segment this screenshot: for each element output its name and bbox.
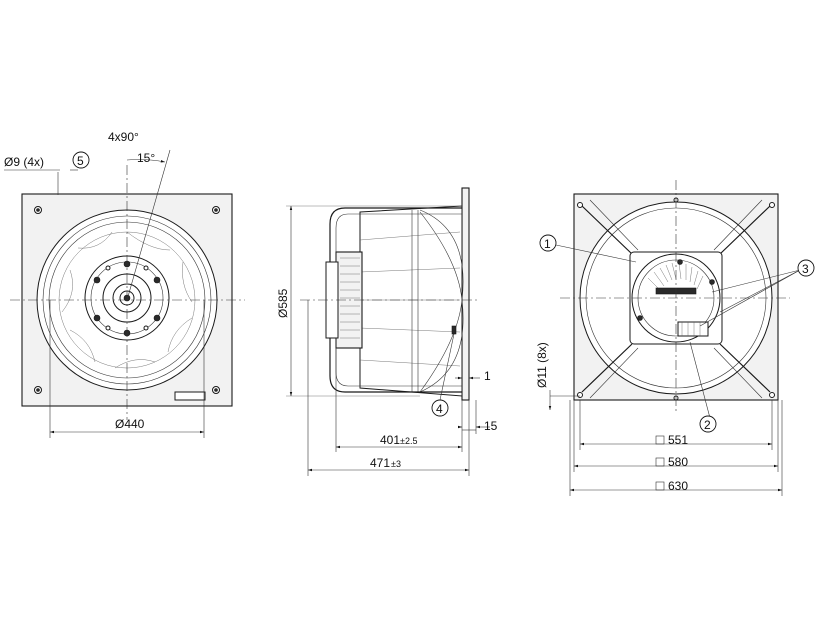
balloon-5-number: 5	[77, 154, 84, 168]
side-balloon-4: 4	[431, 399, 449, 417]
balloon-4-number: 4	[436, 402, 443, 416]
front-view	[4, 149, 245, 438]
square-symbol-630	[655, 481, 665, 491]
side-view	[286, 187, 490, 476]
front-plate-holes	[34, 206, 220, 394]
rear-balloon-3: 3	[797, 259, 815, 277]
rear-dim-551: 551	[668, 433, 688, 447]
front-diameter-label: Ø440	[115, 417, 145, 431]
side-diameter-label: Ø585	[276, 288, 290, 318]
side-support-strut-bottom	[329, 338, 462, 393]
rear-dim-580: 580	[668, 455, 688, 469]
rear-balloon-2: 2	[699, 415, 717, 433]
rear-view	[548, 180, 801, 496]
side-motor-fins	[340, 257, 360, 339]
balloon-1-number: 1	[544, 237, 551, 251]
side-tol-471: ±3	[391, 459, 401, 469]
rear-motor-fins	[647, 262, 704, 291]
side-dim-15: 15	[484, 419, 498, 433]
rear-hole-label: Ø11 (8x)	[535, 342, 549, 388]
front-angle-label: 15°	[137, 151, 155, 165]
front-position-label: 4x90°	[108, 130, 139, 144]
side-support-strut-top	[329, 207, 462, 262]
side-dim-471-group: 471 ±3	[370, 456, 401, 470]
square-symbol-551	[655, 435, 665, 445]
balloon-2-number: 2	[704, 418, 711, 432]
front-impeller-blades	[61, 231, 193, 369]
side-tol-401: ±2.5	[400, 436, 417, 446]
front-balloon-5: 5	[72, 151, 90, 169]
rear-balloon-1: 1	[539, 234, 557, 252]
side-dim-1: 1	[484, 369, 491, 383]
side-dim-401: 401	[380, 433, 400, 447]
side-dim-471: 471	[370, 456, 390, 470]
front-hole-label: Ø9 (4x)	[4, 155, 44, 169]
rear-dim-630: 630	[668, 479, 688, 493]
square-symbol-580	[655, 457, 665, 467]
side-dim-401-group: 401 ±2.5	[380, 433, 417, 447]
balloon-3-number: 3	[802, 262, 809, 276]
side-mounting-flange	[461, 187, 470, 401]
rear-support-arms	[581, 199, 771, 399]
front-terminal-lug	[174, 391, 206, 401]
